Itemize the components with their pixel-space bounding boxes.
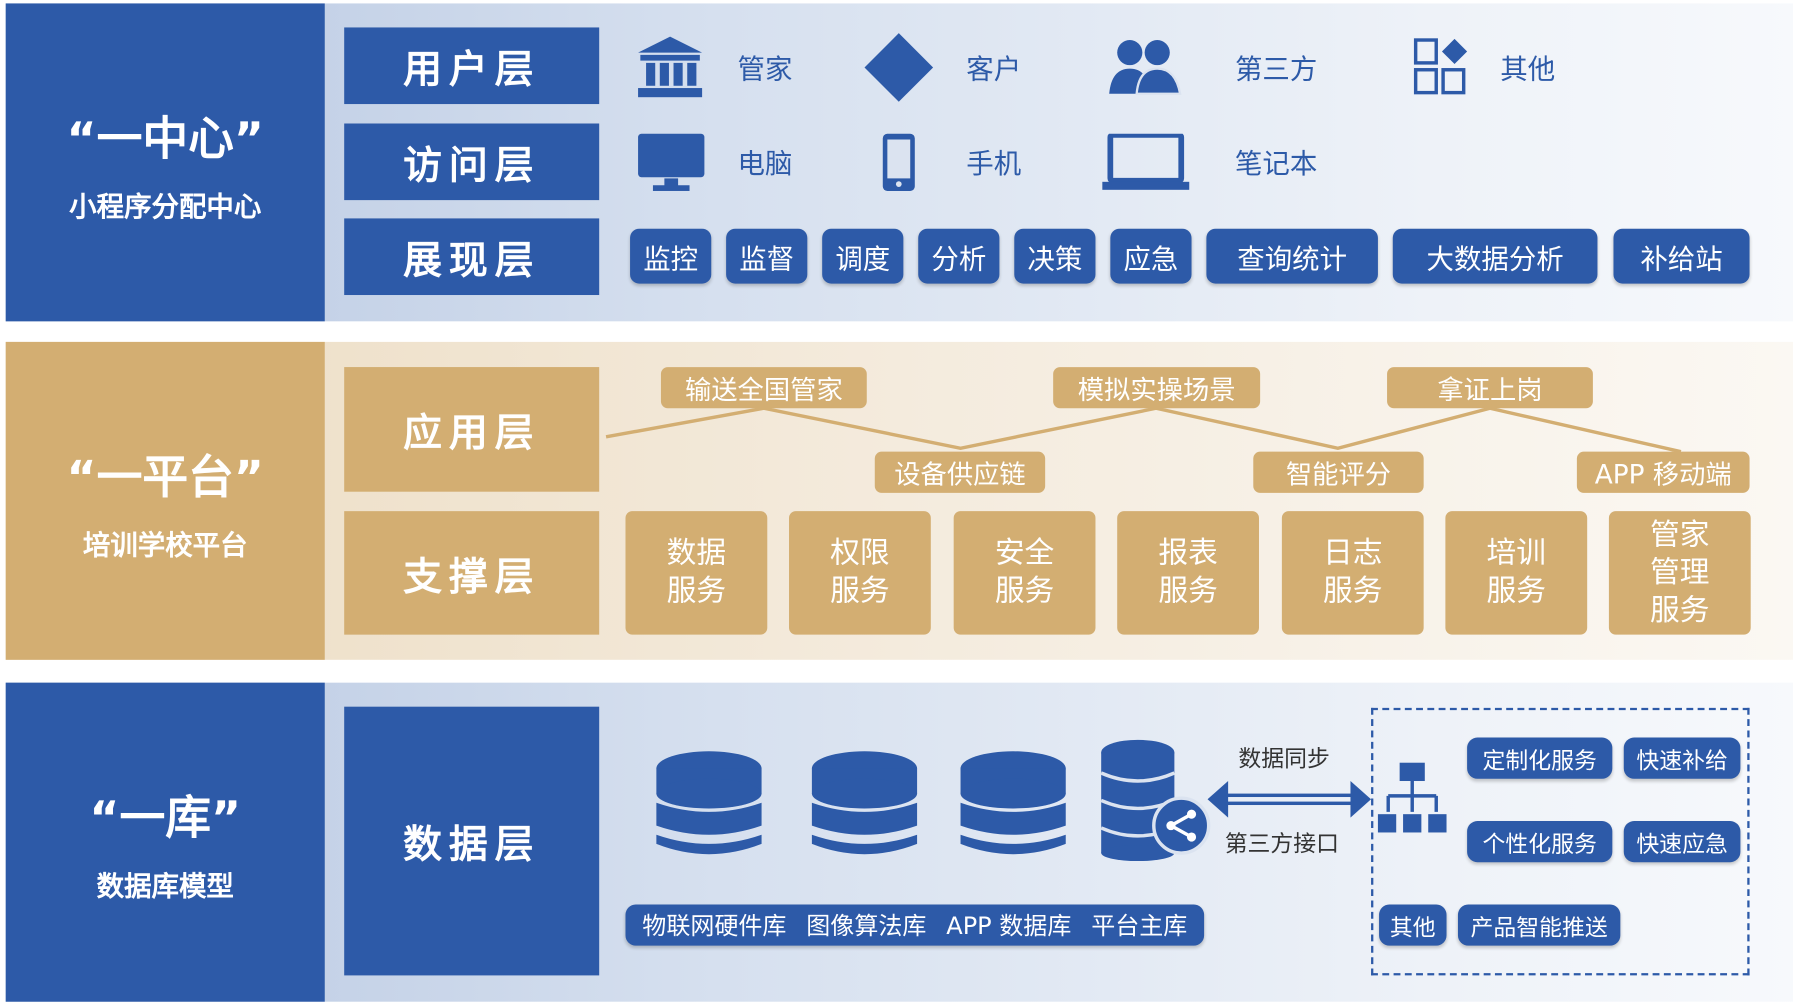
user-label-other: 其他 (1500, 53, 1556, 86)
center-panel: “一中心” 小程序分配中心 (5, 3, 325, 322)
app-item: 模拟实操场景 (1053, 367, 1261, 409)
display-layer-label: 展现层 (344, 218, 600, 296)
mobile-icon (882, 133, 915, 191)
users-icon (1109, 40, 1182, 95)
app-item: 输送全国管家 (660, 367, 867, 409)
access-layer-label: 访问层 (344, 123, 600, 201)
bidirectional-arrow-icon (1207, 781, 1372, 818)
db-label-app: APP 数据库 (946, 912, 1072, 940)
service-item: 快速应急 (1623, 821, 1741, 863)
service-item: 产品智能推送 (1457, 904, 1621, 946)
library-title: “一库” (89, 792, 242, 846)
diamond-icon (864, 33, 934, 102)
display-item: 调度 (822, 228, 904, 284)
user-layer-label: 用户层 (344, 27, 600, 105)
platform-title: “一平台” (66, 451, 264, 504)
user-label-butler: 管家 (737, 53, 793, 86)
app-layer-label: 应用层 (344, 367, 600, 492)
support-service-box: 权限 服务 (789, 511, 931, 635)
user-label-customer: 客户 (966, 53, 1022, 86)
library-panel: “一库” 数据库模型 (5, 682, 325, 1002)
display-item: 监控 (630, 228, 712, 284)
center-title: “一中心” (66, 112, 264, 166)
display-item: 决策 (1014, 228, 1096, 284)
desktop-icon (638, 133, 705, 191)
db-label-platform: 平台主库 (1091, 912, 1188, 940)
display-item: 补给站 (1613, 228, 1750, 284)
service-item: 其他 (1379, 904, 1447, 946)
api-label: 第三方接口 (1224, 829, 1340, 858)
app-item: APP 移动端 (1576, 451, 1750, 493)
support-service-box: 日志 服务 (1281, 511, 1424, 635)
database-icon (656, 751, 762, 855)
support-service-box: 安全 服务 (953, 511, 1096, 635)
service-item: 定制化服务 (1467, 737, 1613, 779)
center-subtitle: 小程序分配中心 (69, 190, 262, 223)
user-label-third-party: 第三方 (1234, 53, 1318, 86)
display-item: 监督 (726, 228, 808, 284)
data-layer-label: 数据层 (344, 706, 600, 976)
services-container (1371, 707, 1750, 976)
support-layer-label: 支撑层 (344, 511, 600, 635)
laptop-icon (1102, 133, 1190, 190)
support-service-box: 培训 服务 (1445, 511, 1588, 635)
db-label-image: 图像算法库 (806, 912, 927, 940)
platform-panel: “一平台” 培训学校平台 (5, 341, 325, 660)
platform-subtitle: 培训学校平台 (82, 528, 248, 561)
org-chart-icon (1377, 762, 1447, 833)
database-icon (811, 751, 918, 855)
shared-database-icon (1100, 739, 1211, 862)
access-label-phone: 手机 (966, 148, 1022, 181)
display-item: 大数据分析 (1392, 228, 1598, 284)
support-service-box: 报表 服务 (1117, 511, 1259, 635)
support-service-box: 管家 管理 服务 (1608, 511, 1751, 635)
display-item: 查询统计 (1206, 228, 1378, 284)
app-item: 设备供应链 (874, 451, 1046, 493)
service-item: 个性化服务 (1467, 821, 1613, 863)
service-item: 快速补给 (1623, 737, 1741, 779)
bank-icon (638, 36, 703, 98)
app-item: 智能评分 (1253, 451, 1424, 493)
library-subtitle: 数据库模型 (96, 870, 234, 903)
db-label-iot: 物联网硬件库 (642, 912, 787, 940)
app-item: 拿证上岗 (1387, 367, 1593, 409)
display-item: 分析 (918, 228, 1000, 284)
database-icon (960, 751, 1066, 855)
display-item: 应急 (1110, 228, 1192, 284)
database-labels: 物联网硬件库 图像算法库 APP 数据库 平台主库 (625, 904, 1205, 946)
access-label-laptop: 笔记本 (1234, 148, 1318, 181)
apps-grid-icon (1413, 38, 1468, 95)
access-label-computer: 电脑 (737, 148, 793, 181)
sync-label: 数据同步 (1238, 744, 1330, 773)
support-service-box: 数据 服务 (625, 511, 768, 635)
